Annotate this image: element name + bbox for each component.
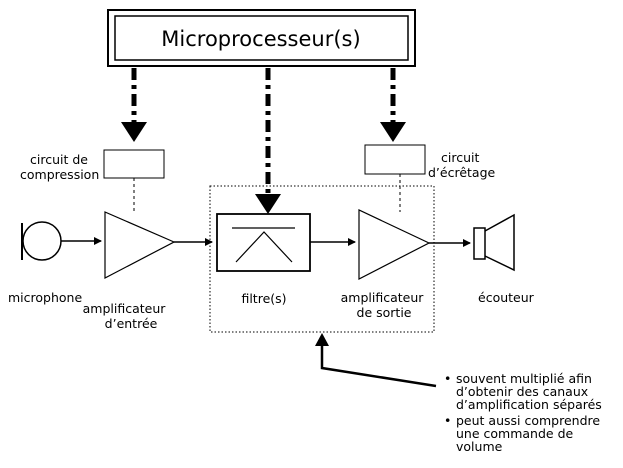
- compression-circuit-box: [103, 149, 165, 179]
- notes-list: • souvent multiplié afin d’obtenir des c…: [444, 371, 604, 454]
- earphone-icon: [473, 213, 515, 272]
- input-amplifier: [104, 211, 176, 279]
- clipping-circuit-box: [364, 144, 426, 175]
- control-arrow-compression: [121, 68, 147, 142]
- output-amp-label: amplificateur de sortie: [341, 290, 428, 320]
- microphone-label: microphone: [8, 290, 82, 305]
- clipping-label: circuit d’écrêtage: [428, 150, 496, 180]
- note-item: • souvent multiplié afin d’obtenir des c…: [444, 371, 602, 412]
- control-arrow-clipping: [380, 68, 406, 142]
- compression-label: circuit de compression: [20, 152, 99, 182]
- microphone-icon: [21, 221, 62, 261]
- microprocessor-title: Microprocesseur(s): [161, 27, 360, 51]
- filter-label: filtre(s): [241, 291, 286, 306]
- filter-block: [216, 213, 311, 272]
- microprocessor-box: Microprocesseur(s): [107, 9, 416, 67]
- control-arrow-filter: [255, 68, 281, 214]
- note-item: • peut aussi comprendre une commande de …: [444, 413, 604, 454]
- earphone-label: écouteur: [478, 290, 535, 305]
- input-amp-label: amplificateur d’entrée: [83, 301, 170, 331]
- annotation-pointer: [315, 333, 437, 388]
- processing-enclosure: [209, 185, 435, 333]
- output-amplifier: [358, 209, 431, 280]
